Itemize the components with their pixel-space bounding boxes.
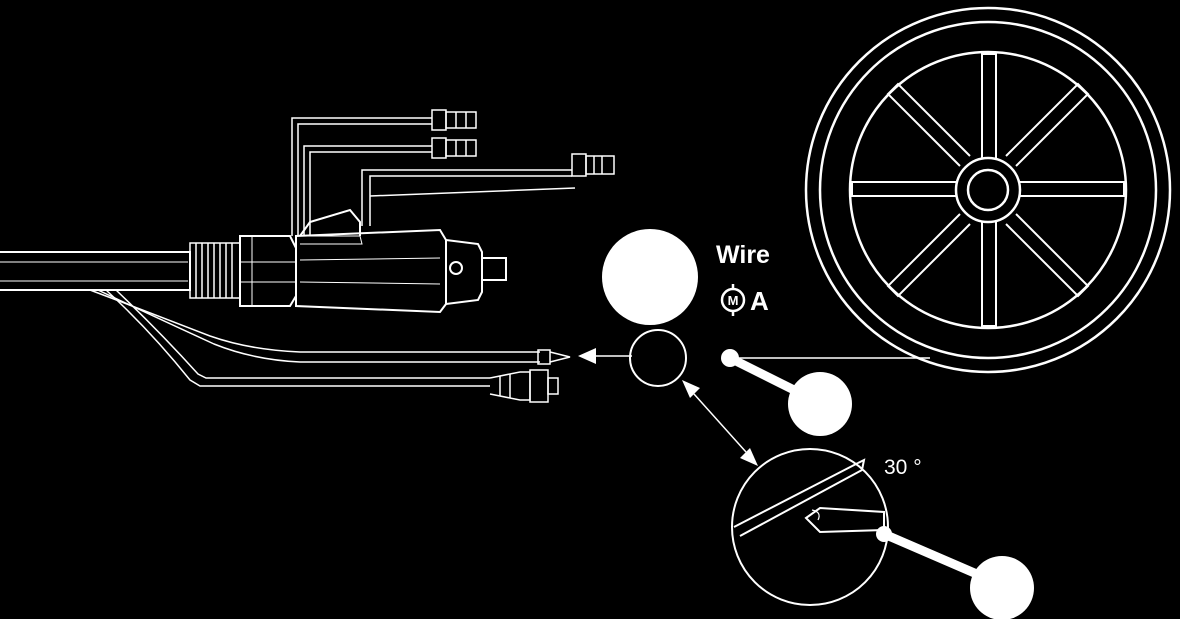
- liner-cables: [89, 289, 571, 403]
- double-arrow-icon: [682, 380, 758, 466]
- motor-symbol: M: [728, 293, 739, 308]
- connector-2: [431, 137, 477, 159]
- coupling-nut: [239, 235, 297, 307]
- reel-spokes: [851, 53, 1125, 327]
- clamp-block: [804, 506, 885, 534]
- current-symbol: A: [750, 286, 769, 316]
- torch-body: [295, 228, 447, 314]
- liner-tip: [537, 349, 551, 365]
- connector-3: [571, 153, 615, 177]
- wire-reel-icon: [804, 6, 1172, 374]
- arrow-left-icon: [578, 348, 632, 364]
- mig-torch-icon: [0, 208, 507, 314]
- tension-lever-1: [721, 349, 852, 436]
- wire-label: Wire: [716, 241, 770, 269]
- angle-label: 30 °: [884, 456, 922, 479]
- tension-lever-2: [876, 526, 1034, 619]
- motor-icon: M: [720, 284, 746, 316]
- inlet-guide-circle: [629, 329, 687, 387]
- threaded-coupling: [189, 242, 241, 299]
- angle-arc: [811, 509, 820, 521]
- torch-cable: [0, 251, 191, 291]
- connector-1: [431, 109, 477, 131]
- control-wires: [291, 109, 615, 236]
- screw: [449, 261, 463, 275]
- trigger: [299, 208, 361, 237]
- wire-button: [602, 229, 698, 325]
- angle-detail: 30 °: [731, 448, 922, 606]
